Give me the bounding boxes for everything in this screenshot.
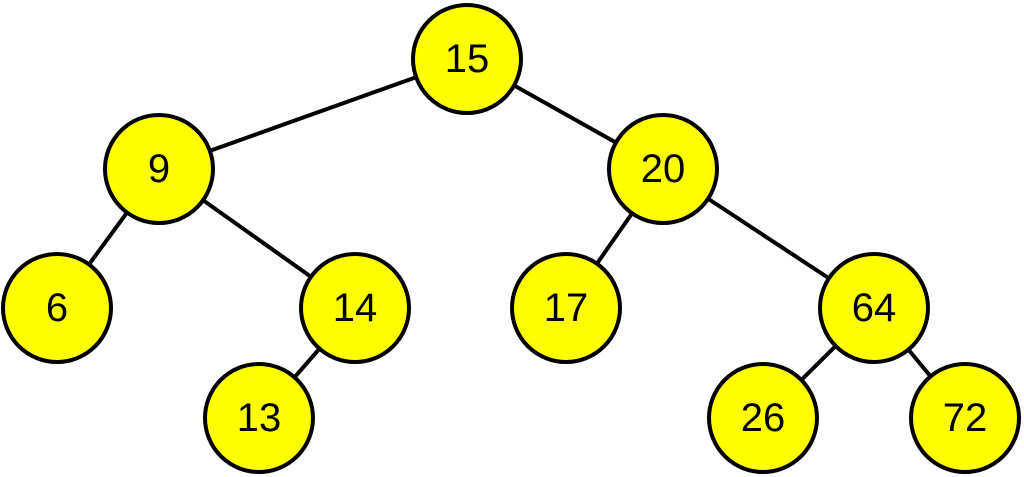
tree-node-label: 20 bbox=[641, 147, 686, 191]
tree-nodes: 15 9 20 6 14 17 64 13 26 72 bbox=[1, 3, 1021, 474]
tree-node-20: 20 bbox=[607, 113, 719, 225]
tree-node-9: 9 bbox=[103, 113, 215, 225]
tree-node-label: 9 bbox=[148, 147, 170, 191]
tree-node-label: 14 bbox=[333, 286, 378, 330]
tree-node-label: 6 bbox=[46, 286, 68, 330]
tree-node-13: 13 bbox=[203, 362, 315, 474]
tree-node-17: 17 bbox=[510, 252, 622, 364]
tree-node-circle bbox=[203, 362, 315, 474]
tree-node-circle bbox=[818, 252, 930, 364]
tree-node-26: 26 bbox=[707, 362, 819, 474]
tree-node-label: 15 bbox=[445, 37, 490, 81]
tree-node-label: 26 bbox=[741, 396, 786, 440]
tree-node-label: 13 bbox=[237, 396, 282, 440]
tree-node-circle bbox=[607, 113, 719, 225]
tree-node-circle bbox=[103, 113, 215, 225]
tree-node-14: 14 bbox=[299, 252, 411, 364]
tree-node-label: 17 bbox=[544, 286, 589, 330]
tree-node-label: 72 bbox=[943, 396, 988, 440]
tree-edges bbox=[55, 57, 967, 420]
tree-node-label: 64 bbox=[852, 286, 897, 330]
tree-node-64: 64 bbox=[818, 252, 930, 364]
tree-node-circle bbox=[411, 3, 523, 115]
tree-node-circle bbox=[909, 362, 1021, 474]
tree-node-circle bbox=[707, 362, 819, 474]
tree-node-72: 72 bbox=[909, 362, 1021, 474]
tree-node-circle bbox=[510, 252, 622, 364]
tree-node-15: 15 bbox=[411, 3, 523, 115]
tree-node-6: 6 bbox=[1, 252, 113, 364]
tree-node-circle bbox=[299, 252, 411, 364]
tree-node-circle bbox=[1, 252, 113, 364]
